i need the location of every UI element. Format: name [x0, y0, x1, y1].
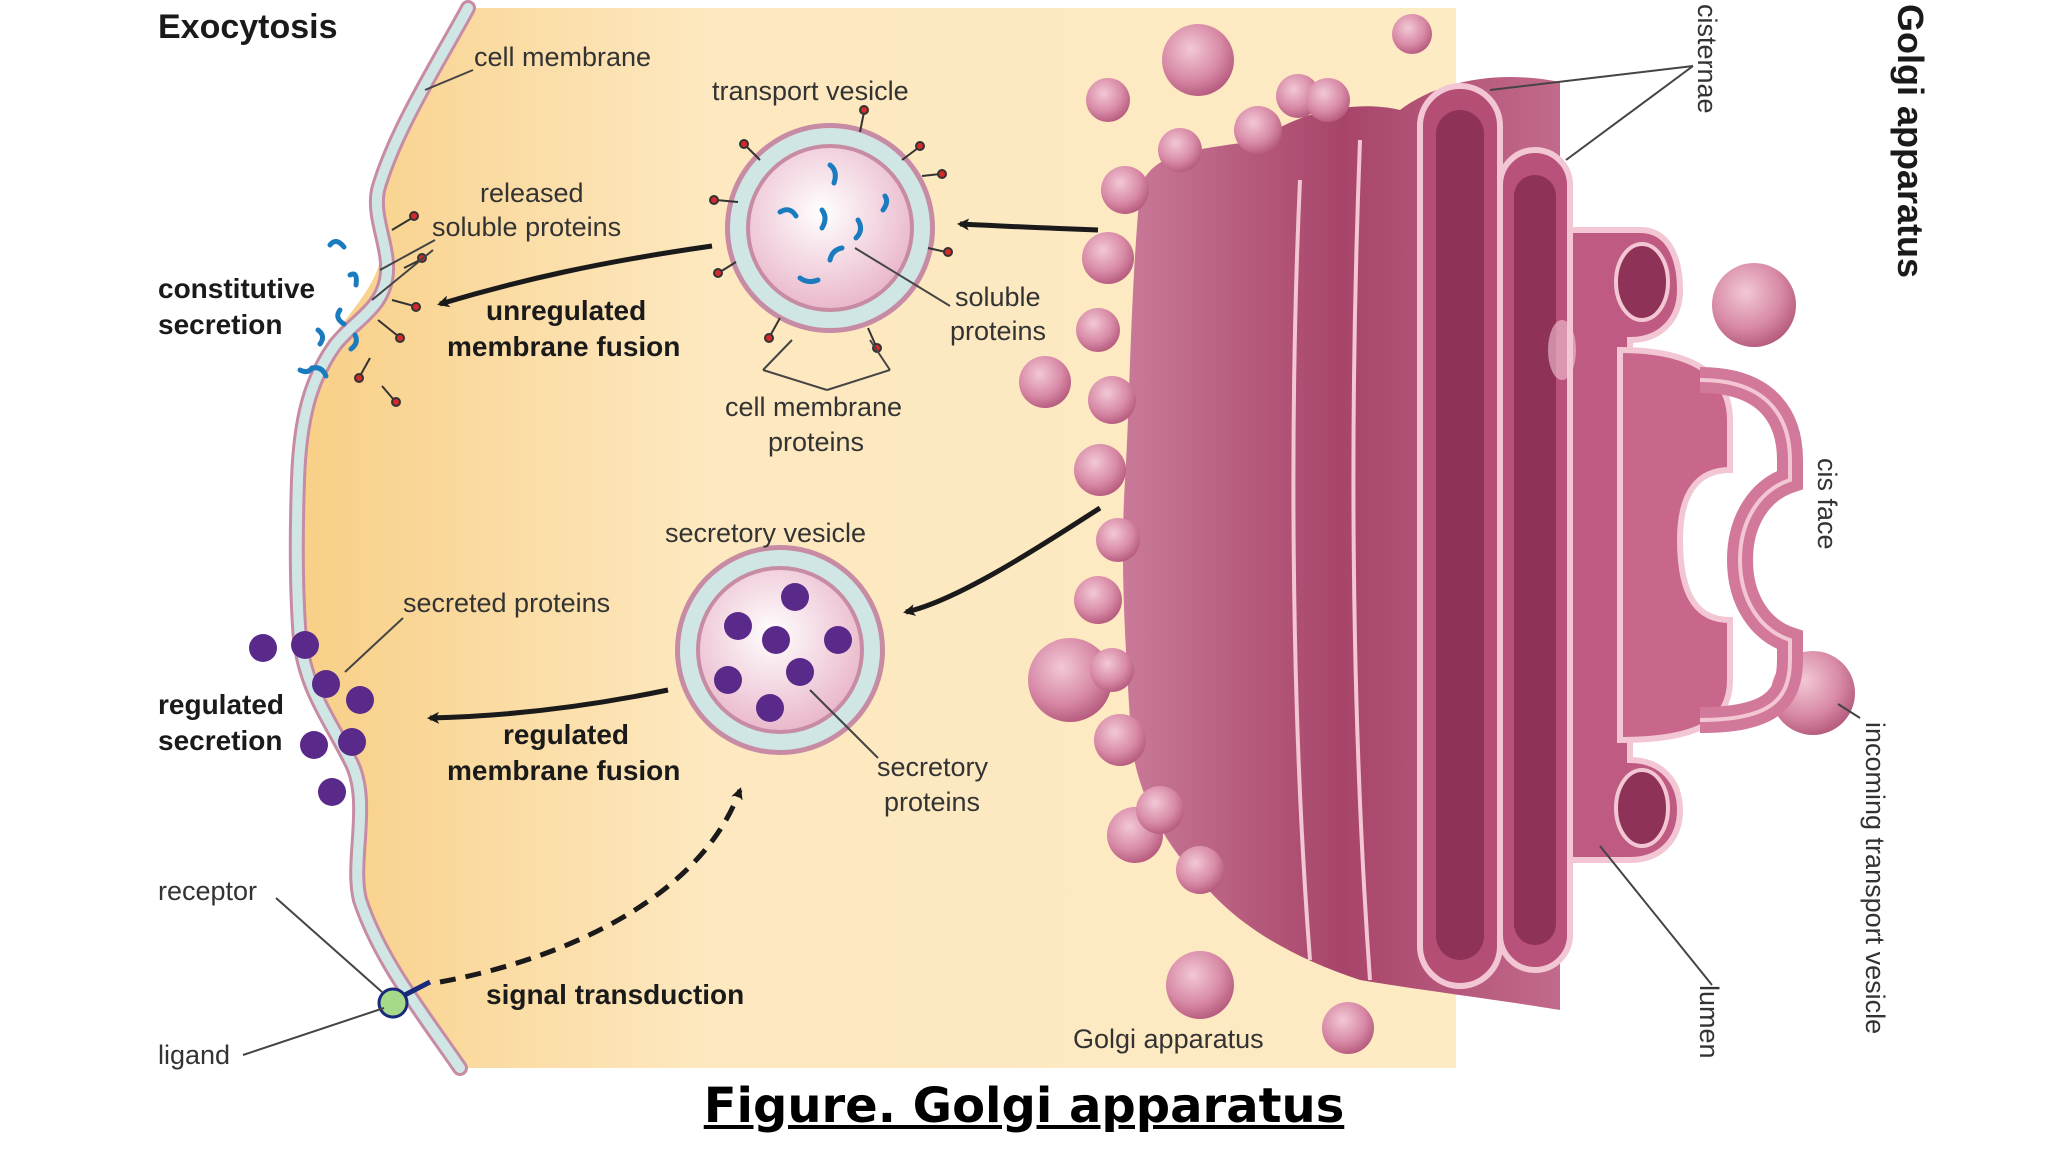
label-released-1: released: [480, 178, 584, 208]
golgi-apparatus: [1019, 14, 1855, 1054]
secreted-protein-dots: [249, 631, 374, 806]
arrow-unregulated-fusion: [437, 243, 713, 308]
title-golgi-apparatus: Golgi apparatus: [1890, 4, 1931, 278]
label-regulated-secretion-2: secretion: [158, 725, 283, 756]
label-cell-membrane: cell membrane: [474, 42, 651, 72]
golgi-vesicles: [1019, 14, 1855, 1054]
label-regulated-fusion-1: regulated: [503, 719, 629, 750]
label-cell-membrane-proteins-1: cell membrane: [725, 392, 902, 422]
arrow-signal-transduction: [439, 787, 743, 985]
figure-caption: Figure. Golgi apparatus: [703, 1078, 1345, 1134]
label-constitutive-1: constitutive: [158, 273, 315, 304]
transport-vesicle: [709, 105, 953, 353]
label-regulated-secretion-1: regulated: [158, 689, 284, 720]
receptor-ligand: [377, 979, 432, 1019]
title-exocytosis: Exocytosis: [158, 8, 338, 46]
leader-lines: [242, 65, 1861, 1056]
secretory-vesicle: [675, 545, 885, 755]
label-released-2: soluble proteins: [432, 212, 621, 242]
label-golgi-apparatus: Golgi apparatus: [1073, 1024, 1264, 1054]
label-soluble-2: proteins: [950, 316, 1046, 346]
label-signal-transduction: signal transduction: [486, 979, 744, 1010]
arrow-golgi-to-transport-vesicle: [957, 218, 1099, 233]
arrow-regulated-fusion: [427, 687, 669, 724]
label-secreted-proteins: secreted proteins: [403, 588, 610, 618]
label-regulated-fusion-2: membrane fusion: [447, 755, 680, 786]
membrane-proteins-outside: [354, 211, 427, 407]
arrow-golgi-to-secretory-vesicle: [903, 505, 1102, 616]
label-soluble-1: soluble: [955, 282, 1041, 312]
released-soluble-proteins: [297, 239, 359, 379]
label-secretory-proteins-2: proteins: [884, 787, 980, 817]
label-unregulated-1: unregulated: [486, 295, 646, 326]
label-incoming-transport-vesicle: incoming transport vesicle: [1860, 722, 1890, 1034]
diagram-labels: Exocytosis cell membrane transport vesic…: [158, 4, 1931, 1070]
label-lumen: lumen: [1694, 985, 1724, 1059]
label-transport-vesicle: transport vesicle: [712, 76, 909, 106]
label-cell-membrane-proteins-2: proteins: [768, 427, 864, 457]
label-ligand: ligand: [158, 1040, 230, 1070]
label-unregulated-2: membrane fusion: [447, 331, 680, 362]
label-secretory-proteins-1: secretory: [877, 752, 989, 782]
process-arrows: [427, 218, 1102, 985]
label-secretory-vesicle: secretory vesicle: [665, 518, 866, 548]
label-receptor: receptor: [158, 876, 257, 906]
label-constitutive-2: secretion: [158, 309, 283, 340]
label-cis-face: cis face: [1812, 458, 1842, 550]
label-cisternae: cisternae: [1692, 4, 1722, 114]
